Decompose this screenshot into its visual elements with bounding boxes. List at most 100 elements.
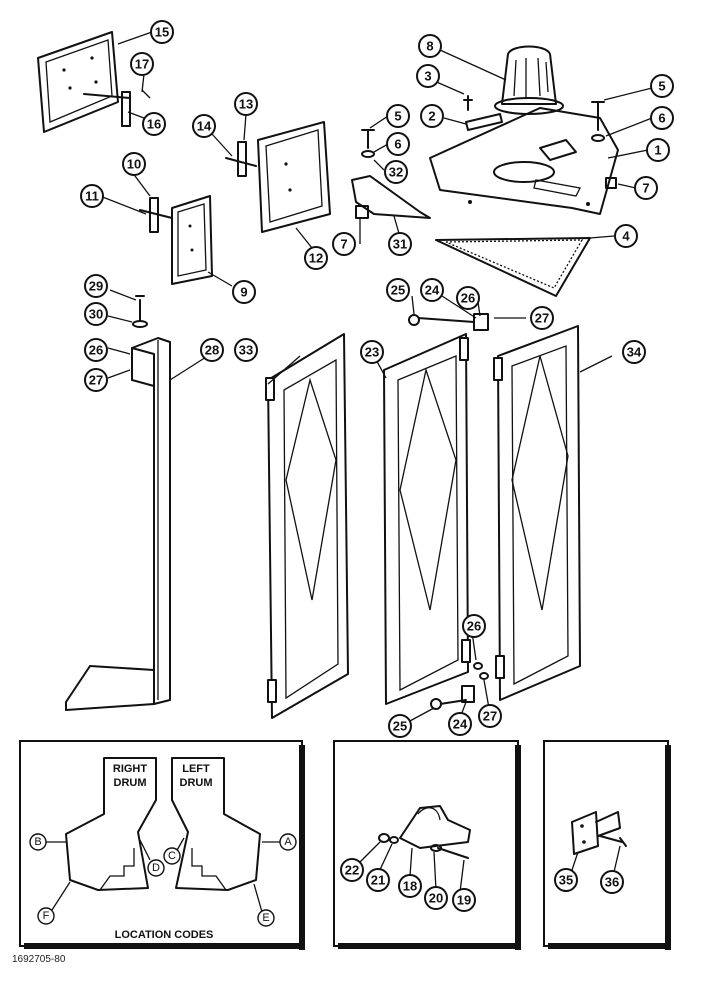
svg-text:29: 29: [89, 279, 103, 294]
svg-text:22: 22: [345, 863, 359, 878]
location-code-e: E: [257, 909, 275, 927]
location-code-c: C: [163, 847, 181, 865]
callout-24: 24: [420, 278, 444, 302]
svg-text:6: 6: [394, 137, 401, 152]
callout-32: 32: [384, 160, 408, 184]
svg-text:19: 19: [457, 893, 471, 908]
callout-26b: 26: [84, 338, 108, 362]
callout-5b: 5: [650, 74, 674, 98]
callout-34: 34: [622, 340, 646, 364]
location-code-b: B: [29, 833, 47, 851]
svg-text:16: 16: [147, 117, 161, 132]
callout-29: 29: [84, 274, 108, 298]
left-drum-label-2: DRUM: [180, 777, 213, 789]
callout-12: 12: [304, 246, 328, 270]
callout-30: 30: [84, 302, 108, 326]
callout-20: 20: [424, 886, 448, 910]
callout-10: 10: [122, 152, 146, 176]
callout-36: 36: [600, 870, 624, 894]
callout-7: 7: [332, 232, 356, 256]
callout-25: 25: [386, 278, 410, 302]
svg-text:23: 23: [365, 345, 379, 360]
svg-text:15: 15: [155, 25, 169, 40]
callout-26: 26: [456, 286, 480, 310]
svg-text:21: 21: [371, 873, 385, 888]
callout-6: 6: [386, 132, 410, 156]
svg-text:26: 26: [89, 343, 103, 358]
svg-text:32: 32: [389, 165, 403, 180]
svg-text:8: 8: [426, 39, 433, 54]
callout-33: 33: [234, 338, 258, 362]
callout-27: 27: [530, 306, 554, 330]
window-frame-9: [139, 195, 213, 285]
svg-text:7: 7: [642, 181, 649, 196]
svg-text:24: 24: [425, 283, 440, 298]
svg-text:3: 3: [424, 69, 431, 84]
svg-text:26: 26: [461, 291, 475, 306]
svg-text:36: 36: [605, 875, 619, 890]
svg-text:30: 30: [89, 307, 103, 322]
svg-text:35: 35: [559, 873, 573, 888]
right-drum-label-2: DRUM: [114, 777, 147, 789]
callout-23: 23: [360, 340, 384, 364]
callout-18: 18: [398, 874, 422, 898]
right-drum-label-1: RIGHT: [113, 763, 148, 775]
callout-25b: 25: [388, 714, 412, 738]
roof-hardware: [361, 95, 617, 189]
callout-27b: 27: [84, 368, 108, 392]
svg-text:24: 24: [453, 717, 468, 732]
svg-text:20: 20: [429, 891, 443, 906]
window-frame-15: [37, 31, 151, 133]
svg-text:27: 27: [483, 709, 497, 724]
svg-text:7: 7: [340, 237, 347, 252]
vent-8: [494, 45, 564, 115]
location-code-a: A: [279, 833, 297, 851]
seal-4: [435, 237, 591, 297]
door-33: [265, 333, 349, 719]
svg-text:1: 1: [654, 143, 661, 158]
callout-27c: 27: [478, 704, 502, 728]
svg-text:5: 5: [658, 79, 665, 94]
svg-text:9: 9: [240, 285, 247, 300]
svg-text:34: 34: [627, 345, 642, 360]
bracket-31: [351, 175, 431, 219]
svg-text:14: 14: [197, 119, 212, 134]
post-28: [65, 295, 171, 711]
leader-lines: [99, 31, 653, 723]
callout-21: 21: [366, 868, 390, 892]
svg-text:4: 4: [622, 229, 630, 244]
callout-11: 11: [80, 184, 104, 208]
callout-31: 31: [388, 232, 412, 256]
svg-text:D: D: [152, 862, 160, 874]
callout-14: 14: [192, 114, 216, 138]
figure-id: 1692705-80: [12, 954, 66, 965]
location-code-f: F: [37, 907, 55, 925]
svg-text:2: 2: [428, 109, 435, 124]
svg-text:28: 28: [205, 343, 219, 358]
svg-text:27: 27: [535, 311, 549, 326]
door-23: [383, 333, 471, 705]
callout-2: 2: [420, 104, 444, 128]
hinge-detail-panel: [333, 740, 521, 950]
callout-24b: 24: [448, 712, 472, 736]
svg-text:C: C: [168, 850, 176, 862]
svg-text:25: 25: [393, 719, 407, 734]
callout-1: 1: [646, 138, 670, 162]
latch-detail-panel: [543, 740, 671, 950]
callout-26c: 26: [462, 614, 486, 638]
svg-text:13: 13: [239, 97, 253, 112]
svg-text:31: 31: [393, 237, 407, 252]
callout-19: 19: [452, 888, 476, 912]
svg-text:5: 5: [394, 109, 401, 124]
callout-22: 22: [340, 858, 364, 882]
svg-text:F: F: [43, 910, 50, 922]
svg-text:B: B: [34, 836, 41, 848]
svg-text:11: 11: [85, 189, 99, 204]
svg-text:12: 12: [309, 251, 323, 266]
door-34: [493, 325, 581, 701]
callout-35: 35: [554, 868, 578, 892]
callout-7b: 7: [634, 176, 658, 200]
callout-4: 4: [614, 224, 638, 248]
callout-9: 9: [232, 280, 256, 304]
callout-17: 17: [130, 52, 154, 76]
